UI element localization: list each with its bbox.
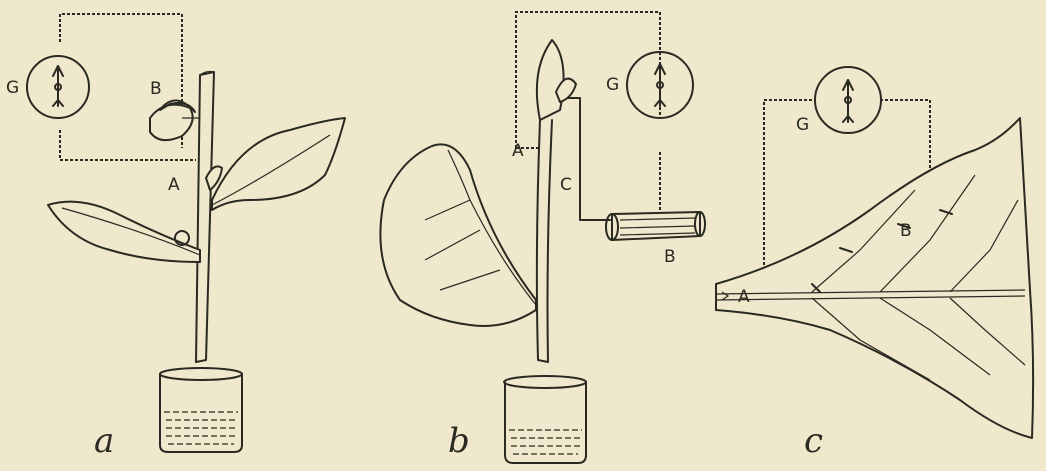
panel-a: G B A a <box>6 14 345 461</box>
panel-c-caption: c <box>804 421 823 461</box>
panel-b-stem <box>537 120 552 362</box>
panel-c-leaf-blade <box>716 118 1033 438</box>
panel-b: G C A B b <box>380 12 705 463</box>
panel-a-caption: a <box>94 421 114 461</box>
panel-b-beaker <box>504 376 586 463</box>
panel-c: G A B c <box>716 67 1033 461</box>
panel-a-beaker <box>160 368 242 452</box>
panel-a-right-leaf <box>212 118 345 210</box>
panel-b-galvanometer-label: G <box>606 75 619 95</box>
panel-b-label-c: C <box>560 175 572 195</box>
panel-a-stem <box>196 72 214 362</box>
panel-c-label-b: B <box>900 221 912 241</box>
panel-a-bud <box>150 100 200 140</box>
panel-b-cylinder <box>606 212 705 240</box>
panel-b-caption: b <box>448 421 470 461</box>
panel-a-galvanometer-icon <box>27 56 89 118</box>
panel-b-label-a: A <box>512 141 524 161</box>
panel-c-galvanometer-icon <box>815 67 881 133</box>
panel-c-label-a: A <box>738 287 750 307</box>
panel-c-galvanometer-label: G <box>796 115 809 135</box>
panel-a-label-b: B <box>150 79 162 99</box>
panel-a-galvanometer-label: G <box>6 78 19 98</box>
panel-b-label-b: B <box>664 247 676 267</box>
panel-a-label-a: A <box>168 175 180 195</box>
